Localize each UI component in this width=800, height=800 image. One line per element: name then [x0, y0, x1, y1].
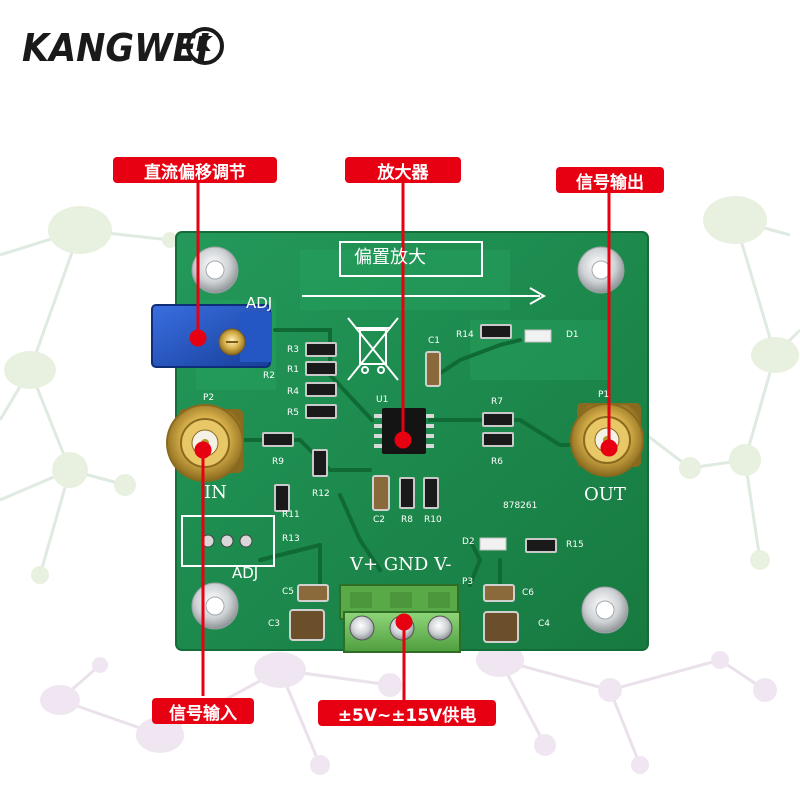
designator-r10: R10 — [424, 515, 442, 525]
brand-logo-text: KANGWEI — [22, 26, 210, 70]
in-label: IN — [204, 482, 227, 503]
background-network — [0, 196, 800, 775]
designator-r4: R4 — [287, 387, 299, 397]
designator-p1: P1 — [598, 390, 610, 400]
designator-r8: R8 — [401, 515, 413, 525]
designator-r2: R2 — [263, 371, 275, 381]
jumper-header — [181, 515, 275, 567]
callout-signal-out: 信号输出 — [556, 167, 664, 193]
designator-r6: R6 — [491, 457, 503, 467]
led-indicators — [479, 329, 552, 551]
designator-c1: C1 — [428, 336, 441, 346]
designator-c6: C6 — [522, 588, 535, 598]
callout-signal-in: 信号输入 — [152, 698, 254, 724]
callout-power: ±5V~±15V供电 — [318, 700, 496, 726]
weee-icon — [347, 317, 399, 381]
designator-r15: R15 — [566, 540, 584, 550]
serial-number: 878261 — [503, 501, 538, 511]
designator-r11: R11 — [282, 510, 300, 520]
callout-dc-offset: 直流偏移调节 — [113, 157, 277, 183]
brand-logo-mark-letter: K — [196, 32, 212, 56]
designator-c4: C4 — [538, 619, 551, 629]
designator-p3: P3 — [462, 577, 474, 587]
designator-r3: R3 — [287, 345, 299, 355]
mounting-holes — [191, 246, 629, 634]
designator-c2: C2 — [373, 515, 386, 525]
designator-r5: R5 — [287, 408, 299, 418]
designator-u1: U1 — [376, 395, 389, 405]
designator-r12: R12 — [312, 489, 330, 499]
designator-c3: C3 — [268, 619, 281, 629]
designator-r7: R7 — [491, 397, 503, 407]
designator-d1: D1 — [566, 330, 579, 340]
trimmer-potentiometer — [151, 304, 272, 368]
callout-leaders — [189, 182, 618, 700]
designator-r1: R1 — [287, 365, 299, 375]
designator-r9: R9 — [272, 457, 284, 467]
designator-r13: R13 — [282, 534, 300, 544]
pcb-board — [151, 231, 649, 653]
designator-c5: C5 — [282, 587, 295, 597]
out-label: OUT — [584, 484, 626, 505]
smd-resistors — [262, 324, 557, 553]
adj-label-bottom: ADJ — [232, 564, 259, 582]
logo-mark-icon — [186, 27, 224, 65]
board-title: 偏置放大 — [354, 247, 426, 268]
power-label: V+ GND V- — [350, 554, 452, 575]
designator-p2: P2 — [203, 393, 215, 403]
callout-amplifier: 放大器 — [345, 157, 461, 183]
designator-d2: D2 — [462, 537, 475, 547]
adj-label-top: ADJ — [246, 294, 273, 312]
brand-logo: KANGWEI — [22, 24, 226, 72]
designator-r14: R14 — [456, 330, 474, 340]
smd-capacitors — [289, 351, 519, 643]
